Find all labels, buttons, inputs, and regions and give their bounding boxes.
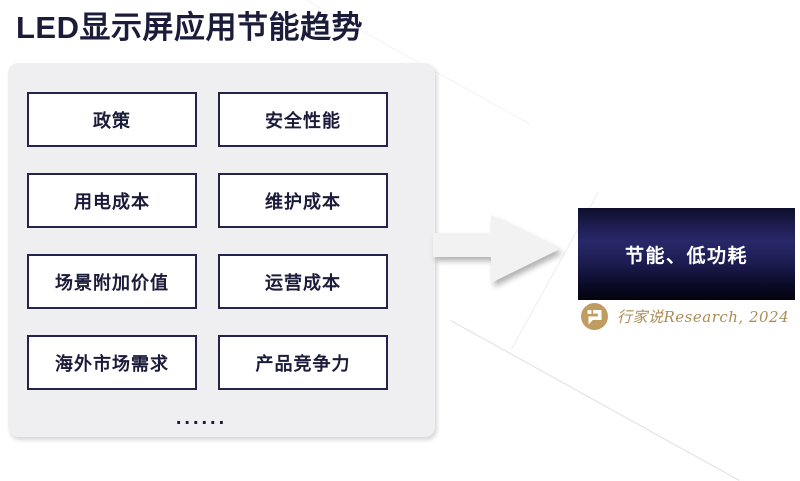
credit-row: 行家说Research, 2024 (581, 303, 789, 330)
factor-box-maintenance-cost: 维护成本 (218, 173, 388, 228)
factor-box-electricity-cost: 用电成本 (27, 173, 197, 228)
ellipsis-more-factors: ...... (175, 407, 228, 429)
factors-grid: 政策 安全性能 用电成本 维护成本 场景附加价值 运营成本 海外市场需求 产品竞… (27, 92, 388, 390)
right-arrow-icon (433, 215, 560, 283)
page-title: LED显示屏应用节能趋势 (16, 10, 363, 45)
factor-box-scene-added-value: 场景附加价值 (27, 254, 197, 309)
factor-box-policy: 政策 (27, 92, 197, 147)
credit-text: 行家说Research, 2024 (617, 308, 790, 326)
factor-box-overseas-market-demand: 海外市场需求 (27, 335, 197, 390)
xingjiashuo-logo-icon (581, 303, 608, 330)
factor-box-product-competitiveness: 产品竞争力 (218, 335, 388, 390)
slide-canvas: LED显示屏应用节能趋势 政策 安全性能 用电成本 维护成本 场景附加价值 运营… (8, 0, 795, 481)
factors-panel: 政策 安全性能 用电成本 维护成本 场景附加价值 运营成本 海外市场需求 产品竞… (8, 63, 435, 437)
result-box: 节能、低功耗 (578, 208, 795, 300)
factor-box-operating-cost: 运营成本 (218, 254, 388, 309)
result-label: 节能、低功耗 (624, 245, 748, 267)
factor-box-safety-performance: 安全性能 (218, 92, 388, 147)
faint-watermark-line (450, 320, 740, 481)
